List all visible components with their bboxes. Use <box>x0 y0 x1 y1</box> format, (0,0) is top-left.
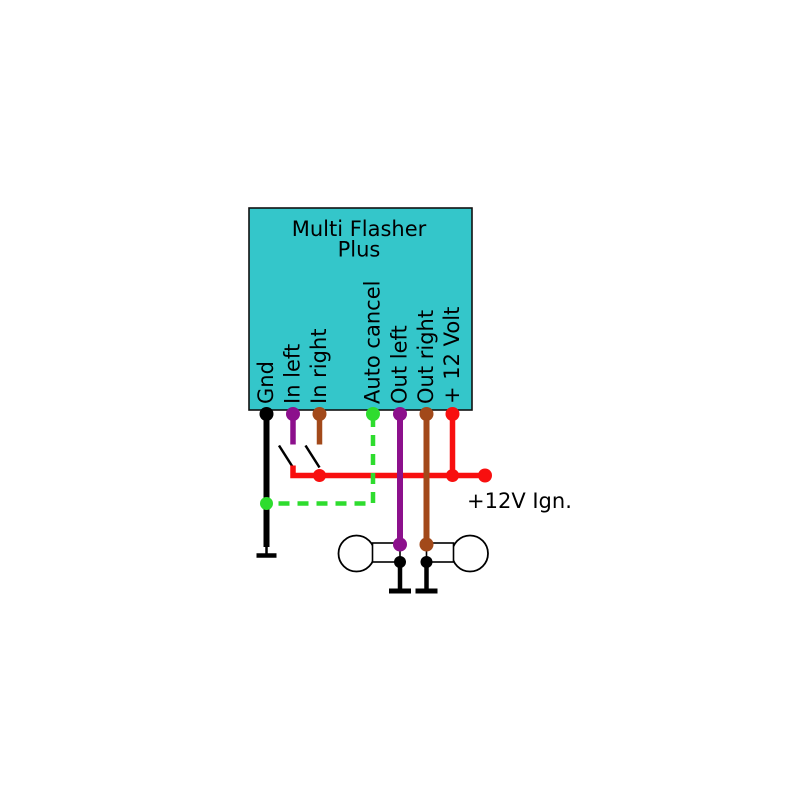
ignition-terminal-dot <box>478 468 492 483</box>
bulb-left-socket <box>371 542 401 563</box>
pin-dot-gnd <box>259 407 274 421</box>
bulb-right-envelope <box>451 534 489 573</box>
device-title-line2: Plus <box>338 238 381 262</box>
switch-right-lever <box>304 444 321 469</box>
pin-dot-in-left <box>286 407 300 421</box>
pin-label-auto-cancel: Auto cancel <box>361 281 385 404</box>
ignition-label: +12V Ign. <box>467 489 572 513</box>
bulb-left-envelope <box>337 534 376 573</box>
bulb-right-socket <box>425 542 455 563</box>
pin-label-in-left: In left <box>281 344 305 404</box>
flasher-module-box <box>248 207 473 411</box>
pin-label-in-right: In right <box>307 328 331 404</box>
pin-label-out-right: Out right <box>414 310 438 404</box>
pin-label-plus-12v: + 12 Volt <box>440 307 464 404</box>
pin-dot-auto-cancel <box>366 407 380 421</box>
pin-dot-out-right <box>419 407 434 421</box>
pin-dot-plus-12v <box>445 407 460 421</box>
junction-dot-12v-bus <box>446 469 459 482</box>
junction-dot-switch-bus <box>313 469 326 482</box>
bulb-right-terminal-live <box>419 537 434 552</box>
pin-label-out-left: Out left <box>388 325 412 404</box>
pin-label-gnd: Gnd <box>254 361 278 404</box>
switch-left-lever <box>277 444 295 469</box>
wire-auto-cancel <box>266 416 376 506</box>
bulb-left-terminal-live <box>393 537 407 552</box>
pin-dot-out-left <box>393 407 407 421</box>
pin-dot-in-right <box>312 407 327 421</box>
device-title-line1: Multi Flasher <box>292 217 427 241</box>
junction-dot-auto-cancel-gnd <box>260 497 273 510</box>
wire-ignition-bus <box>290 465 485 479</box>
